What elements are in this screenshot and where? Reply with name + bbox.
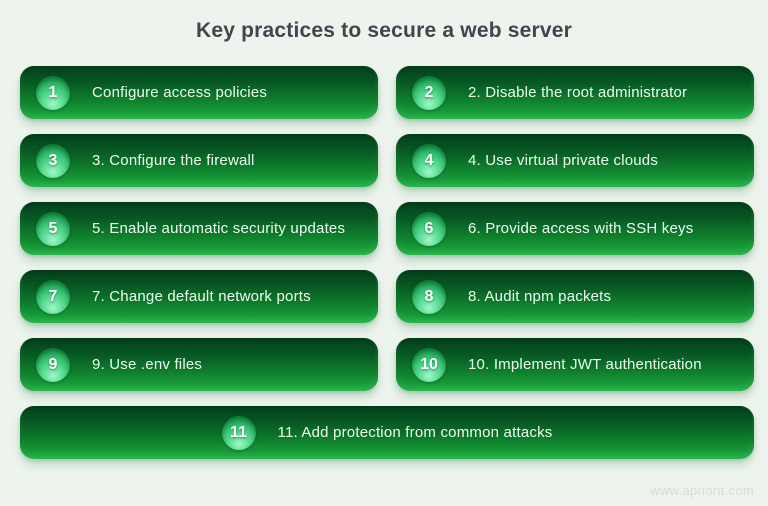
- practice-item-4: 4 4. Use virtual private clouds: [396, 134, 754, 187]
- number-badge: 5: [36, 211, 70, 246]
- number-badge: 11: [221, 415, 256, 450]
- number-badge: 10: [412, 347, 446, 382]
- practice-item-11: 11 11. Add protection from common attack…: [20, 406, 754, 459]
- practice-item-2: 2 2. Disable the root administrator: [396, 66, 754, 119]
- practice-item-3: 3 3. Configure the firewall: [20, 134, 378, 187]
- number-badge: 9: [36, 347, 70, 382]
- practice-label: 2. Disable the root administrator: [468, 84, 688, 101]
- page-title: Key practices to secure a web server: [195, 19, 573, 42]
- number-badge: 8: [412, 279, 446, 314]
- practice-label: 6. Provide access with SSH keys: [468, 220, 694, 237]
- practice-item-8: 8 8. Audit npm packets: [396, 270, 754, 323]
- practice-label: 3. Configure the firewall: [92, 152, 255, 169]
- number-badge: 2: [412, 75, 446, 110]
- practice-item-10: 10 10. Implement JWT authentication: [396, 338, 754, 391]
- practice-item-7: 7 7. Change default network ports: [20, 270, 378, 323]
- practice-label: 8. Audit npm packets: [468, 288, 612, 305]
- number-badge: 7: [36, 279, 70, 314]
- practice-item-6: 6 6. Provide access with SSH keys: [396, 202, 754, 255]
- practice-label: 7. Change default network ports: [92, 288, 311, 305]
- practice-label: 9. Use .env files: [92, 356, 203, 373]
- practice-item-9: 9 9. Use .env files: [20, 338, 378, 391]
- practice-item-5: 5 5. Enable automatic security updates: [20, 202, 378, 255]
- practice-item-1: 1 Configure access policies: [20, 66, 378, 119]
- practice-label: 10. Implement JWT authentication: [468, 356, 702, 373]
- practices-grid: 1 Configure access policies 2 2. Disable…: [20, 66, 754, 459]
- number-badge: 3: [36, 143, 70, 178]
- practice-label: 5. Enable automatic security updates: [92, 220, 346, 237]
- practice-label: 4. Use virtual private clouds: [468, 152, 659, 169]
- practice-label: 11. Add protection from common attacks: [277, 424, 553, 441]
- site-watermark: www.apriorit.com: [650, 483, 754, 498]
- number-badge: 6: [412, 211, 446, 246]
- number-badge: 4: [412, 143, 446, 178]
- number-badge: 1: [36, 75, 70, 110]
- practice-label: Configure access policies: [92, 84, 268, 101]
